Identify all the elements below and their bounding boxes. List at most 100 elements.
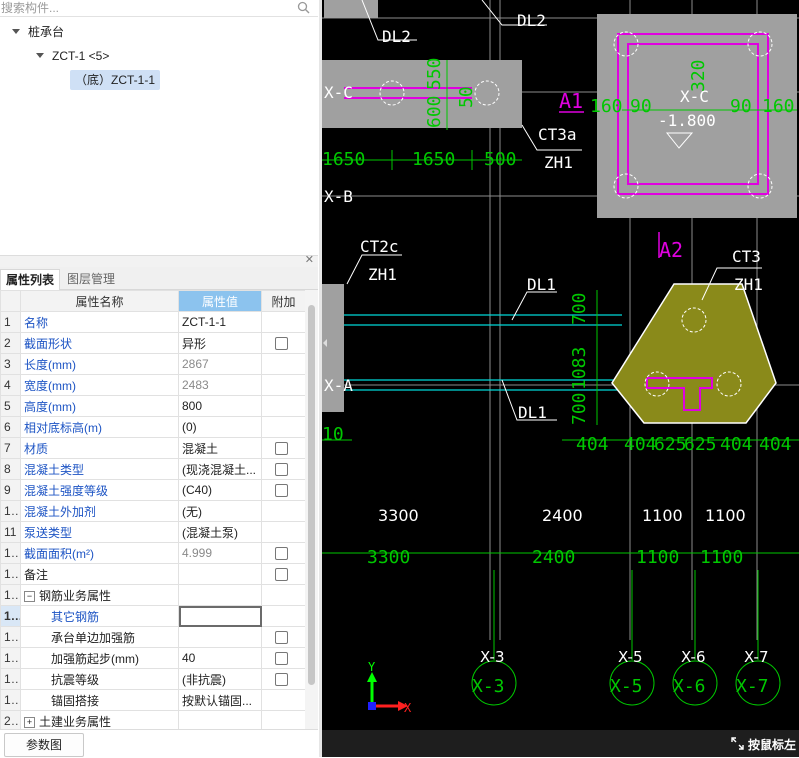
extra-checkbox[interactable] <box>275 568 288 582</box>
axis-bubble-label: X-5 <box>610 676 643 697</box>
property-value[interactable]: 按默认锚固... <box>178 689 262 711</box>
row-index: 18 <box>0 668 21 690</box>
status-text: 按鼠标左 <box>748 738 797 752</box>
dim-label: 1100 <box>636 547 679 568</box>
dim-label: 700 <box>569 292 590 325</box>
tree-node-zct1[interactable]: ZCT-1 <5> <box>36 46 109 66</box>
parameter-diagram-button[interactable]: 参数图 <box>4 733 84 757</box>
extra-cell <box>261 332 306 354</box>
property-value[interactable]: (非抗震) <box>178 668 262 690</box>
property-value[interactable] <box>178 626 262 648</box>
tree-node-label: （底）ZCT-1-1 <box>75 73 156 87</box>
property-value[interactable] <box>178 563 262 585</box>
tab-property-list[interactable]: 属性列表 <box>0 269 61 290</box>
property-name: 加强筋起步(mm) <box>20 647 179 669</box>
header-property-value: 属性值 <box>178 290 262 312</box>
extra-checkbox[interactable] <box>275 484 288 498</box>
property-value[interactable]: 2483 <box>178 374 262 396</box>
search-icon[interactable] <box>297 1 310 14</box>
property-value[interactable]: ZCT-1-1 <box>178 311 262 333</box>
property-value[interactable]: (无) <box>178 500 262 522</box>
row-index: 14 <box>0 584 21 606</box>
property-value[interactable]: (0) <box>178 416 262 438</box>
property-name-label: 宽度(mm) <box>24 378 76 393</box>
collapse-icon[interactable]: − <box>24 590 35 602</box>
table-row[interactable]: 15 其它钢筋 <box>0 605 306 627</box>
property-value[interactable]: 40 <box>178 647 262 669</box>
extra-checkbox[interactable] <box>275 673 288 687</box>
extra-cell <box>261 605 306 627</box>
property-value[interactable]: 2867 <box>178 353 262 375</box>
extra-cell <box>261 437 306 459</box>
close-icon[interactable]: ✕ <box>304 254 314 266</box>
svg-text:X: X <box>404 701 412 715</box>
dim-label: 50 <box>456 86 477 108</box>
tab-layer-management[interactable]: 图层管理 <box>67 272 116 286</box>
tree-node-pile-cap[interactable]: 桩承台 <box>12 22 64 42</box>
extra-checkbox[interactable] <box>275 442 288 456</box>
axis-label-xa: X-A <box>324 376 353 395</box>
property-value[interactable]: (C40) <box>178 479 262 501</box>
tree-node-zct1-1[interactable]: （底）ZCT-1-1 <box>70 70 161 90</box>
property-name-label: 高度(mm) <box>24 399 76 414</box>
extra-checkbox[interactable] <box>275 652 288 666</box>
header-extra: 附加 <box>261 290 306 312</box>
dim-label: 404 <box>576 434 609 455</box>
search-input[interactable] <box>0 0 291 16</box>
expand-icon[interactable]: + <box>24 716 35 728</box>
extra-checkbox[interactable] <box>275 631 288 645</box>
extra-cell <box>261 374 306 396</box>
property-value[interactable] <box>178 584 262 606</box>
property-name: 其它钢筋 <box>20 605 179 627</box>
scrollbar-thumb[interactable] <box>308 305 315 685</box>
extra-checkbox[interactable] <box>275 337 288 351</box>
row-index: 3 <box>0 353 21 375</box>
row-index: 15 <box>0 605 21 627</box>
row-index: 16 <box>0 626 21 648</box>
dim-label: 550 <box>424 57 445 90</box>
collapse-arrow-icon[interactable] <box>12 29 20 35</box>
property-value[interactable]: (混凝土泵) <box>178 521 262 543</box>
property-name-label: 截面面积(m²) <box>24 546 94 561</box>
property-value[interactable]: 4.999 <box>178 542 262 564</box>
property-value[interactable]: (现浇混凝土... <box>178 458 262 480</box>
table-row[interactable]: 17 加强筋起步(mm) 40 <box>0 647 306 669</box>
row-index: 17 <box>0 647 21 669</box>
cad-canvas[interactable]: DL2 DL2 DL1 DL1 CT3a ZH1 CT2c ZH1 CT3 ZH… <box>322 0 799 730</box>
extra-checkbox[interactable] <box>275 463 288 477</box>
dim-label: 1100 <box>700 547 743 568</box>
property-value[interactable]: 异形 <box>178 332 262 354</box>
status-bar: 按鼠标左 <box>322 730 799 757</box>
property-value[interactable]: 混凝土 <box>178 437 262 459</box>
ucs-axis-icon: Y X <box>367 660 412 715</box>
cad-label-ct3: CT3 <box>732 247 761 266</box>
dim-label: 90 <box>730 96 752 117</box>
table-row[interactable]: 14−钢筋业务属性 <box>0 584 306 606</box>
property-name-label: 其它钢筋 <box>51 609 100 624</box>
extra-checkbox[interactable] <box>275 547 288 561</box>
property-name-label: 加强筋起步(mm) <box>51 651 139 666</box>
vertical-scrollbar[interactable] <box>305 290 318 730</box>
panel-splitter[interactable] <box>319 0 322 757</box>
dim-label: 404 <box>624 434 657 455</box>
dim-label: 1100 <box>642 506 683 525</box>
collapse-arrow-icon[interactable] <box>36 53 44 59</box>
property-value[interactable] <box>178 605 262 627</box>
property-value[interactable]: 800 <box>178 395 262 417</box>
